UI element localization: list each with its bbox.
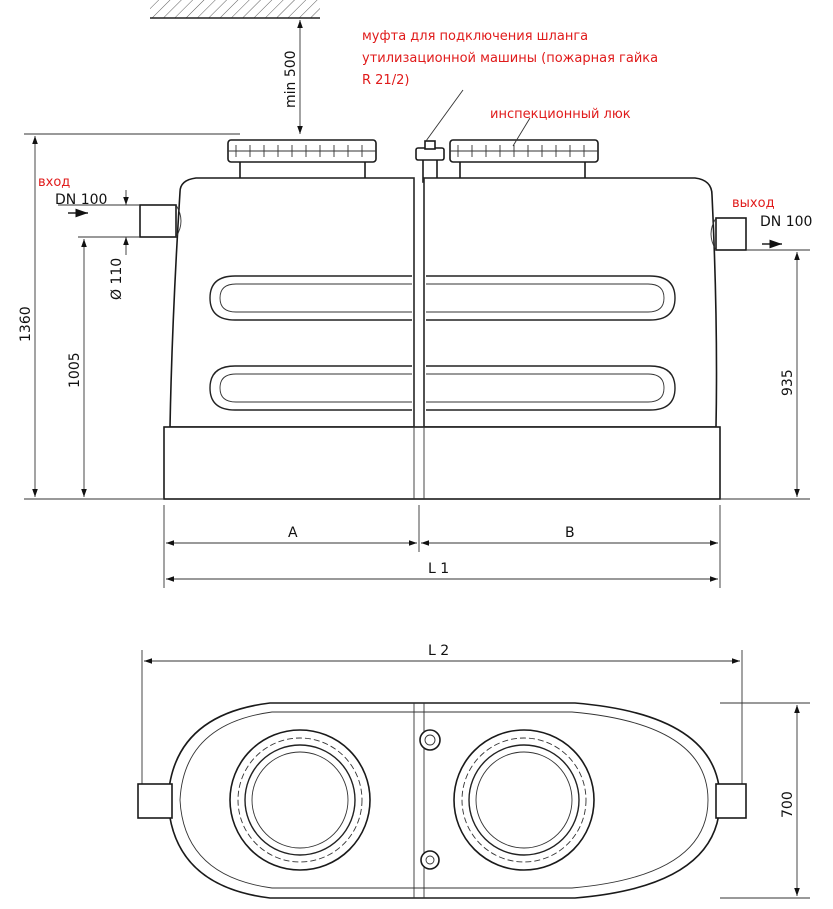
coupling-note-line2: утилизационной машины (пожарная гайка bbox=[362, 51, 658, 66]
inlet-label: вход bbox=[38, 175, 70, 190]
pipe-diameter-dimension: Ø 110 bbox=[78, 190, 140, 300]
coupling-note-line3: R 21/2) bbox=[362, 73, 409, 88]
min-clearance-label: min 500 bbox=[283, 50, 299, 108]
outlet-height-dimension: 935 bbox=[720, 252, 810, 500]
inlet-pipe-top bbox=[137, 783, 173, 819]
pipe-diameter-label: Ø 110 bbox=[109, 258, 125, 300]
length-b-label: B bbox=[565, 525, 575, 541]
inlet-height-dimension: 1005 bbox=[67, 239, 87, 497]
inspection-hatch-right-top bbox=[453, 729, 595, 871]
length-l1-label: L 1 bbox=[428, 561, 449, 577]
outlet-dn-label: DN 100 bbox=[760, 214, 812, 230]
total-height-label: 1360 bbox=[18, 306, 34, 342]
tank-base bbox=[163, 426, 721, 500]
coupling-note-line1: муфта для подключения шланга bbox=[362, 29, 588, 44]
ceiling-hatch bbox=[150, 0, 320, 19]
inspection-lid-left bbox=[227, 139, 377, 180]
outlet-label: выход bbox=[732, 196, 775, 211]
tank-body bbox=[169, 177, 415, 428]
outlet-pipe-top bbox=[715, 783, 747, 819]
vent-fitting-top bbox=[420, 850, 440, 870]
outlet-height-label: 935 bbox=[780, 369, 796, 396]
inspection-lid-right bbox=[449, 139, 599, 180]
width-label: 700 bbox=[780, 791, 796, 818]
tank-ribs bbox=[209, 275, 676, 411]
inspection-hatch-note: инспекционный люк bbox=[490, 107, 631, 122]
inlet-dn-label: DN 100 bbox=[55, 192, 107, 208]
length-a-label: A bbox=[288, 525, 298, 541]
outlet-pipe bbox=[710, 217, 747, 251]
inspection-hatch-left-top bbox=[229, 729, 371, 871]
coupling-fitting-top bbox=[419, 729, 441, 751]
length-dimensions: A B L 1 bbox=[163, 505, 721, 588]
side-view bbox=[139, 139, 747, 500]
length-l2-label: L 2 bbox=[428, 643, 449, 659]
coupling-fitting bbox=[415, 140, 445, 183]
total-height-dimension: 1360 bbox=[18, 133, 240, 500]
top-view: L 2 700 bbox=[137, 643, 810, 899]
inlet-pipe bbox=[139, 204, 182, 238]
inlet-height-label: 1005 bbox=[67, 352, 83, 388]
min-clearance-dimension: min 500 bbox=[283, 20, 303, 134]
